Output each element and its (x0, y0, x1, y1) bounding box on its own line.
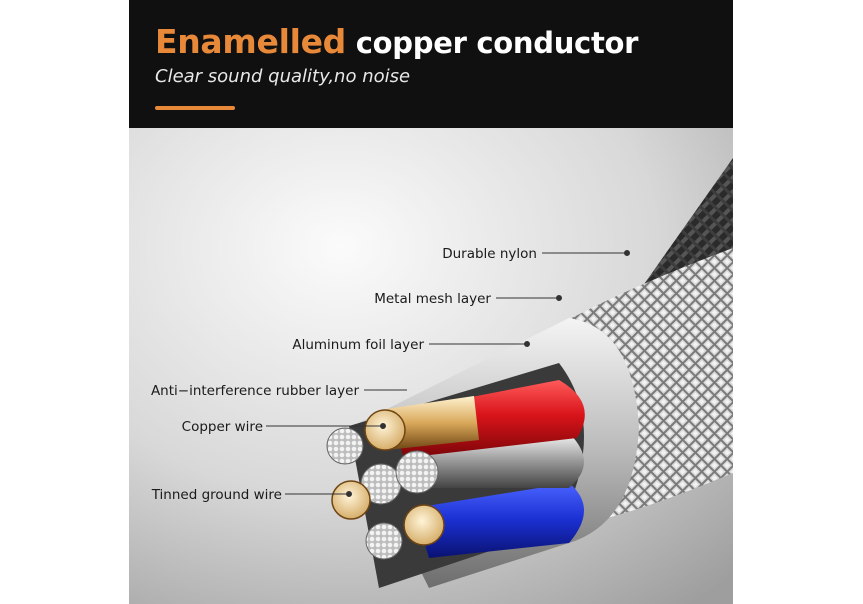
copper-wire-end-2 (331, 480, 371, 520)
copper-wire-end-3 (403, 504, 445, 546)
tinned-strand-end-4 (365, 522, 403, 560)
headline-rest: copper conductor (355, 26, 639, 60)
callouts (266, 250, 630, 497)
copper-wire-end (364, 409, 406, 451)
label-aluminum-foil: Aluminum foil layer (292, 337, 424, 353)
callout-dot-foil (524, 341, 530, 347)
headline: Enamelled copper conductor (155, 22, 638, 61)
blue-insulated-wire (414, 483, 584, 558)
cable-cross-section-illustration: Durable nylon Metal mesh layer Aluminum … (129, 128, 733, 604)
conductor-ends (326, 409, 445, 560)
header-banner: Enamelled copper conductor Clear sound q… (129, 0, 733, 128)
callout-dot-nylon (624, 250, 630, 256)
callout-dot-copper (380, 423, 386, 429)
tinned-strand-end-1 (326, 427, 364, 465)
label-copper-wire: Copper wire (182, 419, 263, 435)
label-rubber-layer: Anti−interference rubber layer (151, 383, 360, 399)
callout-dot-tinned (346, 491, 352, 497)
product-image-panel: Enamelled copper conductor Clear sound q… (129, 0, 733, 604)
subtitle: Clear sound quality,no noise (155, 66, 411, 87)
tinned-strand-end-3 (395, 450, 439, 494)
label-durable-nylon: Durable nylon (442, 246, 537, 262)
callout-dot-mesh (556, 295, 562, 301)
accent-underline (155, 106, 235, 110)
callout-labels: Durable nylon Metal mesh layer Aluminum … (151, 246, 537, 503)
label-metal-mesh: Metal mesh layer (374, 291, 491, 307)
label-tinned-ground-wire: Tinned ground wire (151, 487, 282, 503)
headline-accent: Enamelled (155, 22, 346, 61)
